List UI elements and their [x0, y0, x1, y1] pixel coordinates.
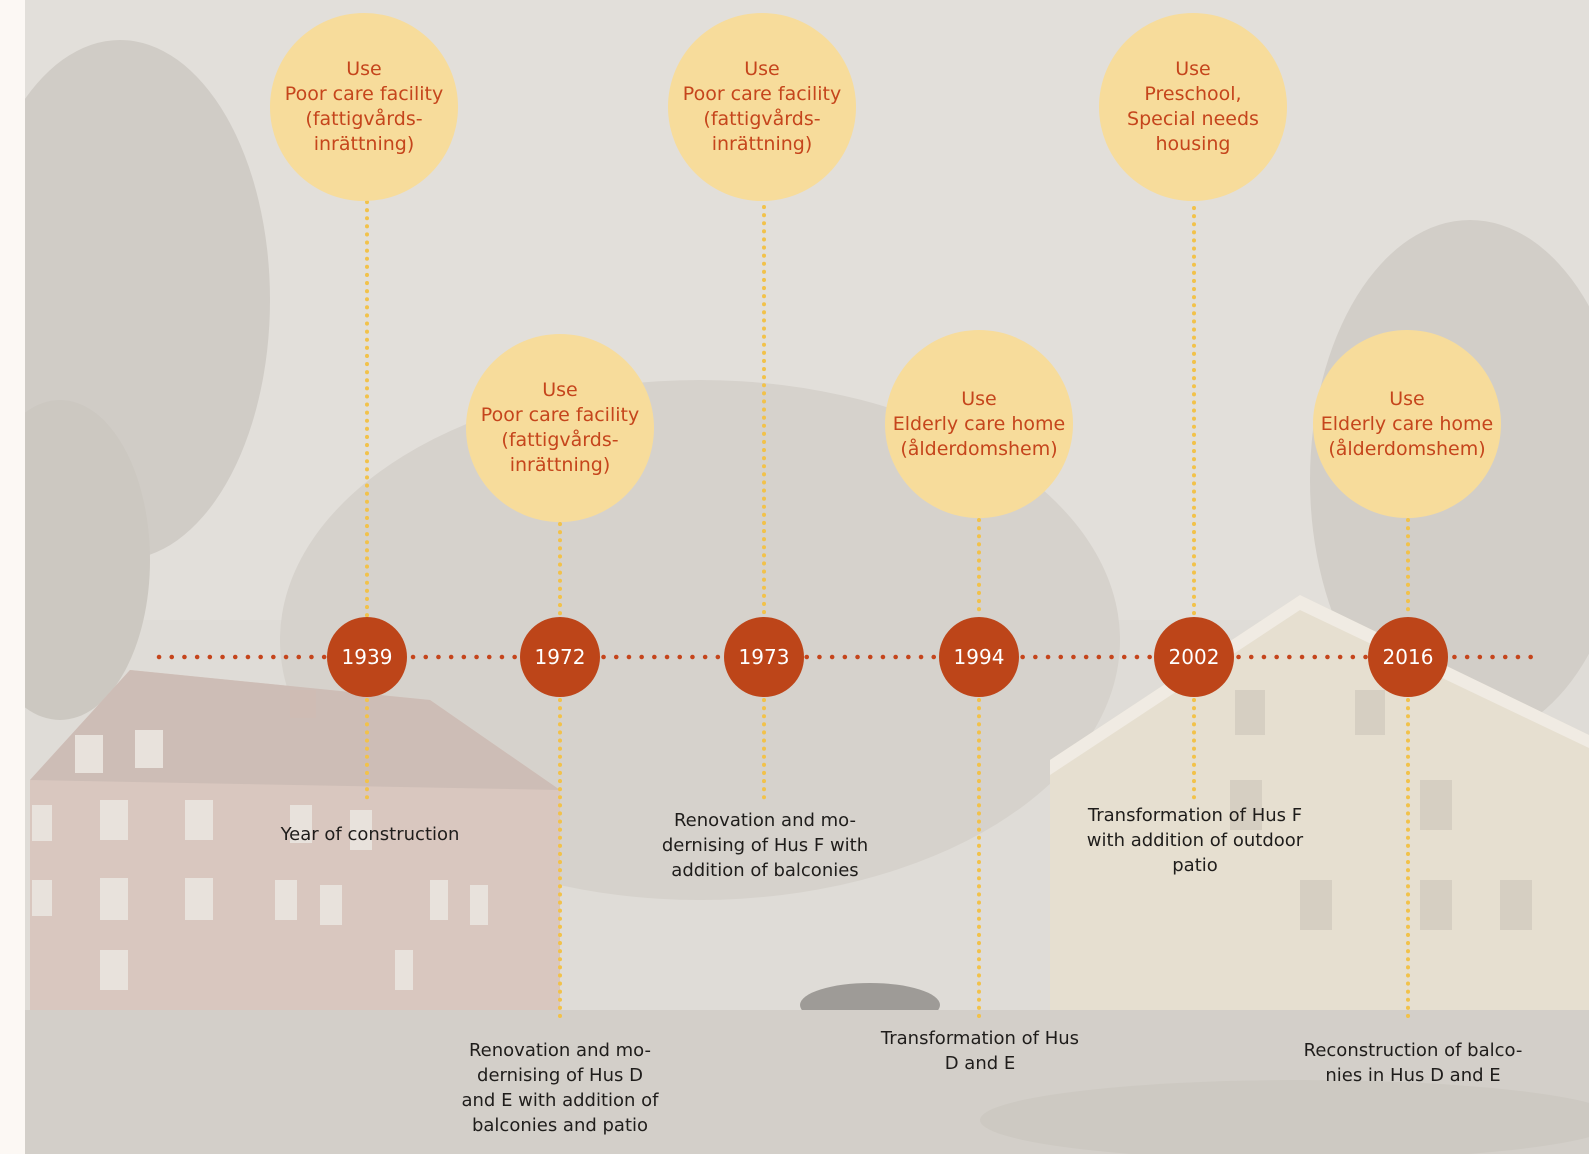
use-heading: Use — [542, 379, 578, 401]
event-1972: Renovation and mo- dernising of Hus D an… — [461, 1040, 659, 1136]
year-badge-1972: 1972 — [520, 617, 600, 697]
stem-1973-lower — [762, 698, 766, 802]
year-badge-1973: 1973 — [724, 617, 804, 697]
stem-1972-upper — [558, 522, 562, 618]
year-badge-2002: 2002 — [1154, 617, 1234, 697]
use-label: Elderly care home (ålderdomshem) — [892, 412, 1066, 460]
stem-2002-upper — [1192, 206, 1196, 618]
stem-2016-upper — [1406, 518, 1410, 618]
year-badge-1939: 1939 — [327, 617, 407, 697]
event-1994: Transformation of Hus D and E — [880, 1028, 1080, 1074]
stem-1994-lower — [977, 698, 981, 1020]
use-label: Preschool, Special needs housing — [1127, 83, 1259, 155]
use-label: Poor care facility (fattigvårds- inrättn… — [284, 83, 444, 155]
use-heading: Use — [1175, 58, 1211, 80]
stem-2002-lower — [1192, 698, 1196, 800]
event-1973: Renovation and mo- dernising of Hus F wi… — [661, 810, 869, 881]
stem-2016-lower — [1406, 698, 1410, 1020]
use-heading: Use — [744, 58, 780, 80]
use-label: Poor care facility (fattigvårds- inrättn… — [480, 404, 640, 476]
use-heading: Use — [1389, 387, 1425, 410]
event-2016: Reconstruction of balco- nies in Hus D a… — [1303, 1040, 1523, 1086]
event-1939: Year of construction — [280, 824, 460, 845]
year-badge-2016: 2016 — [1368, 617, 1448, 697]
stem-1939-lower — [365, 698, 369, 800]
year-badge-1994: 1994 — [939, 617, 1019, 697]
use-label: Elderly care home (ålderdomshem) — [1320, 412, 1494, 460]
stem-1972-lower — [558, 698, 562, 1020]
stem-1994-upper — [977, 518, 981, 618]
use-label: Poor care facility (fattigvårds- inrättn… — [682, 83, 842, 155]
use-heading: Use — [961, 387, 997, 410]
stem-1973-upper — [762, 205, 766, 618]
use-heading: Use — [346, 58, 382, 80]
stem-1939-upper — [365, 200, 369, 618]
event-2002: Transformation of Hus F with addition of… — [1086, 805, 1304, 876]
